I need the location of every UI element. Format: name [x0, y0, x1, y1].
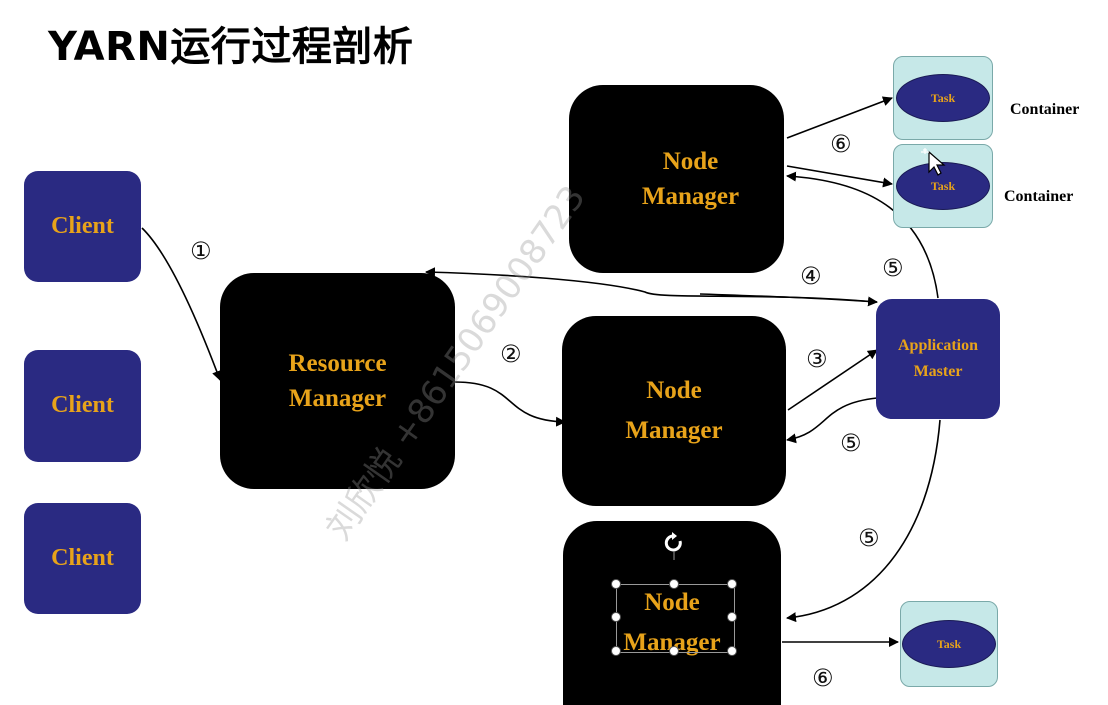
container-box[interactable]: Task	[893, 56, 993, 140]
task-label: Task	[936, 636, 962, 651]
client-label: Client	[51, 544, 114, 571]
step-number-6: ⑥	[812, 664, 834, 692]
task-ellipse[interactable]: Task	[896, 74, 990, 122]
step-number-3: ③	[806, 345, 828, 373]
client-label: Client	[51, 392, 114, 419]
node-manager-box[interactable]: Node Manager	[563, 521, 781, 705]
step-number-2: ②	[500, 340, 522, 368]
arrow-step1	[141, 227, 222, 381]
resize-handle[interactable]	[611, 646, 621, 656]
task-label: Task	[930, 90, 956, 105]
task-label: Task	[930, 178, 956, 193]
step-number-5: ⑤	[840, 429, 862, 457]
arrow-step6-c2	[786, 165, 893, 188]
arrow-step2	[454, 381, 566, 427]
resize-handle[interactable]	[669, 579, 679, 589]
task-ellipse[interactable]: Task	[896, 162, 990, 210]
resize-handle[interactable]	[727, 612, 737, 622]
resize-handle[interactable]	[669, 646, 679, 656]
resize-handle[interactable]	[611, 579, 621, 589]
client-box[interactable]: Client	[24, 171, 141, 282]
node-manager-line2: Manager	[641, 183, 740, 210]
step-number-4: ④	[800, 262, 822, 290]
node-manager-line1: Node	[662, 148, 719, 175]
client-box[interactable]: Client	[24, 350, 141, 462]
step-number-5: ⑤	[858, 524, 880, 552]
resize-handle[interactable]	[727, 579, 737, 589]
step-number-6: ⑥	[830, 130, 852, 158]
client-box[interactable]: Client	[24, 503, 141, 614]
application-master-box[interactable]: Application Master	[876, 299, 1000, 419]
arrow-step5-nm3	[786, 419, 941, 623]
node-manager-line2: Manager	[625, 417, 723, 444]
cursor-icon	[921, 148, 946, 176]
client-label: Client	[51, 212, 114, 239]
task-ellipse[interactable]: Task	[902, 620, 996, 668]
arrow-step4-head	[699, 293, 878, 307]
step-number-1: ①	[190, 237, 212, 265]
container-box[interactable]: Task	[900, 601, 998, 687]
resource-manager-line2: Manager	[288, 385, 387, 412]
rotate-handle-icon[interactable]	[660, 530, 690, 560]
node-manager-box[interactable]: Node Manager	[562, 316, 786, 506]
page-title: YARN运行过程剖析	[48, 24, 414, 70]
resize-handle[interactable]	[727, 646, 737, 656]
container-label: Container	[1004, 188, 1074, 205]
container-label: Container	[1010, 101, 1080, 118]
selection-frame	[616, 584, 735, 653]
arrow-step5-nm2	[786, 397, 878, 444]
resource-manager-line1: Resource	[288, 350, 387, 377]
node-manager-line1: Node	[646, 377, 702, 404]
arrow-step5-nm1	[786, 171, 939, 299]
resize-handle[interactable]	[611, 612, 621, 622]
application-master-line2: Master	[913, 363, 963, 380]
node-manager-box[interactable]: Node Manager	[569, 85, 784, 273]
node-manager-line1: Node	[644, 589, 700, 616]
step-number-5: ⑤	[882, 254, 904, 282]
container-box[interactable]: Task	[893, 144, 993, 228]
application-master-line1: Application	[897, 337, 978, 355]
resource-manager-box[interactable]: Resource Manager	[220, 273, 455, 489]
arrow-step6-c1	[786, 96, 893, 139]
arrow-step3	[787, 349, 878, 411]
